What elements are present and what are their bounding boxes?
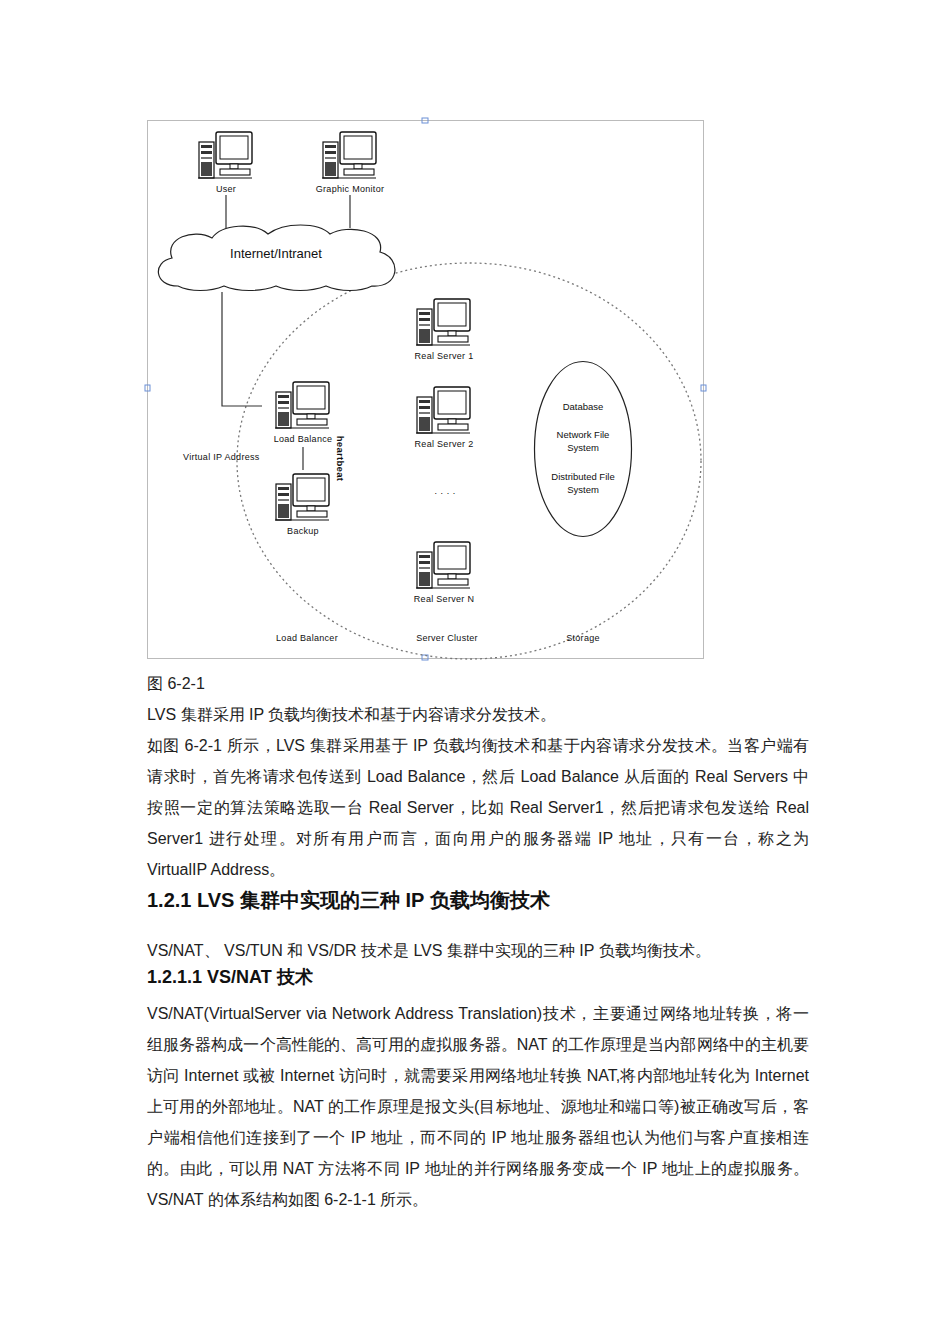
resize-handle: [701, 385, 706, 391]
resize-handle: [422, 118, 428, 123]
node-label: Real Server 2: [402, 439, 486, 450]
computer-node: User: [196, 128, 256, 195]
resize-handle: [145, 385, 150, 391]
figure-frame: [148, 121, 704, 659]
node-label: Real Server N: [402, 594, 486, 605]
cloud-label: Internet/Intranet: [150, 246, 402, 262]
body-text: LVS 集群采用 IP 负载均衡技术和基于内容请求分发技术。: [147, 699, 809, 730]
network-link: [222, 292, 262, 406]
zone-label: Load Balancer: [257, 633, 357, 644]
zone-label: Server Cluster: [397, 633, 497, 644]
node-label: User: [196, 184, 256, 195]
storage-label: Database: [551, 400, 615, 413]
storage-ellipse: DatabaseNetwork File SystemDistributed F…: [533, 360, 633, 538]
computer-node: Load Balance: [262, 378, 344, 445]
computer-node: Backup: [262, 470, 344, 537]
body-text: 如图 6-2-1 所示，LVS 集群采用基于 IP 负载均衡技术和基于内容请求分…: [147, 730, 809, 885]
cluster-circle: [237, 263, 701, 659]
network-link: [349, 195, 350, 228]
ellipsis: · · · ·: [428, 488, 462, 499]
node-label: Backup: [262, 526, 344, 537]
computer-icon: [414, 295, 474, 351]
network-cloud: Internet/Intranet: [150, 222, 402, 292]
node-label: Real Server 1: [402, 351, 486, 362]
computer-node: Real Server 2: [402, 383, 486, 450]
network-link: [225, 195, 226, 228]
computer-node: Graphic Monitor: [305, 128, 395, 195]
node-label: Load Balance: [262, 434, 344, 445]
network-link: [302, 447, 303, 470]
body-text: VS/NAT(VirtualServer via Network Address…: [147, 998, 809, 1215]
edge-label: heartbeat: [336, 436, 347, 481]
figure-caption: 图 6-2-1: [147, 668, 205, 699]
body-text: VS/NAT、 VS/TUN 和 VS/DR 技术是 LVS 集群中实现的三种 …: [147, 935, 809, 966]
node-label: Graphic Monitor: [305, 184, 395, 195]
address-label: Virtual IP Address: [183, 452, 260, 463]
computer-icon: [414, 383, 474, 439]
section-heading: 1.2.1 LVS 集群中实现的三种 IP 负载均衡技术: [147, 884, 809, 916]
computer-node: Real Server N: [402, 538, 486, 605]
computer-icon: [273, 378, 333, 434]
zone-label: Storage: [543, 633, 623, 644]
computer-icon: [273, 470, 333, 526]
computer-icon: [414, 538, 474, 594]
computer-icon: [320, 128, 380, 184]
storage-label: Distributed File System: [551, 470, 615, 496]
storage-label: Network File System: [551, 428, 615, 454]
computer-node: Real Server 1: [402, 295, 486, 362]
computer-icon: [196, 128, 256, 184]
subsection-heading: 1.2.1.1 VS/NAT 技术: [147, 962, 809, 992]
